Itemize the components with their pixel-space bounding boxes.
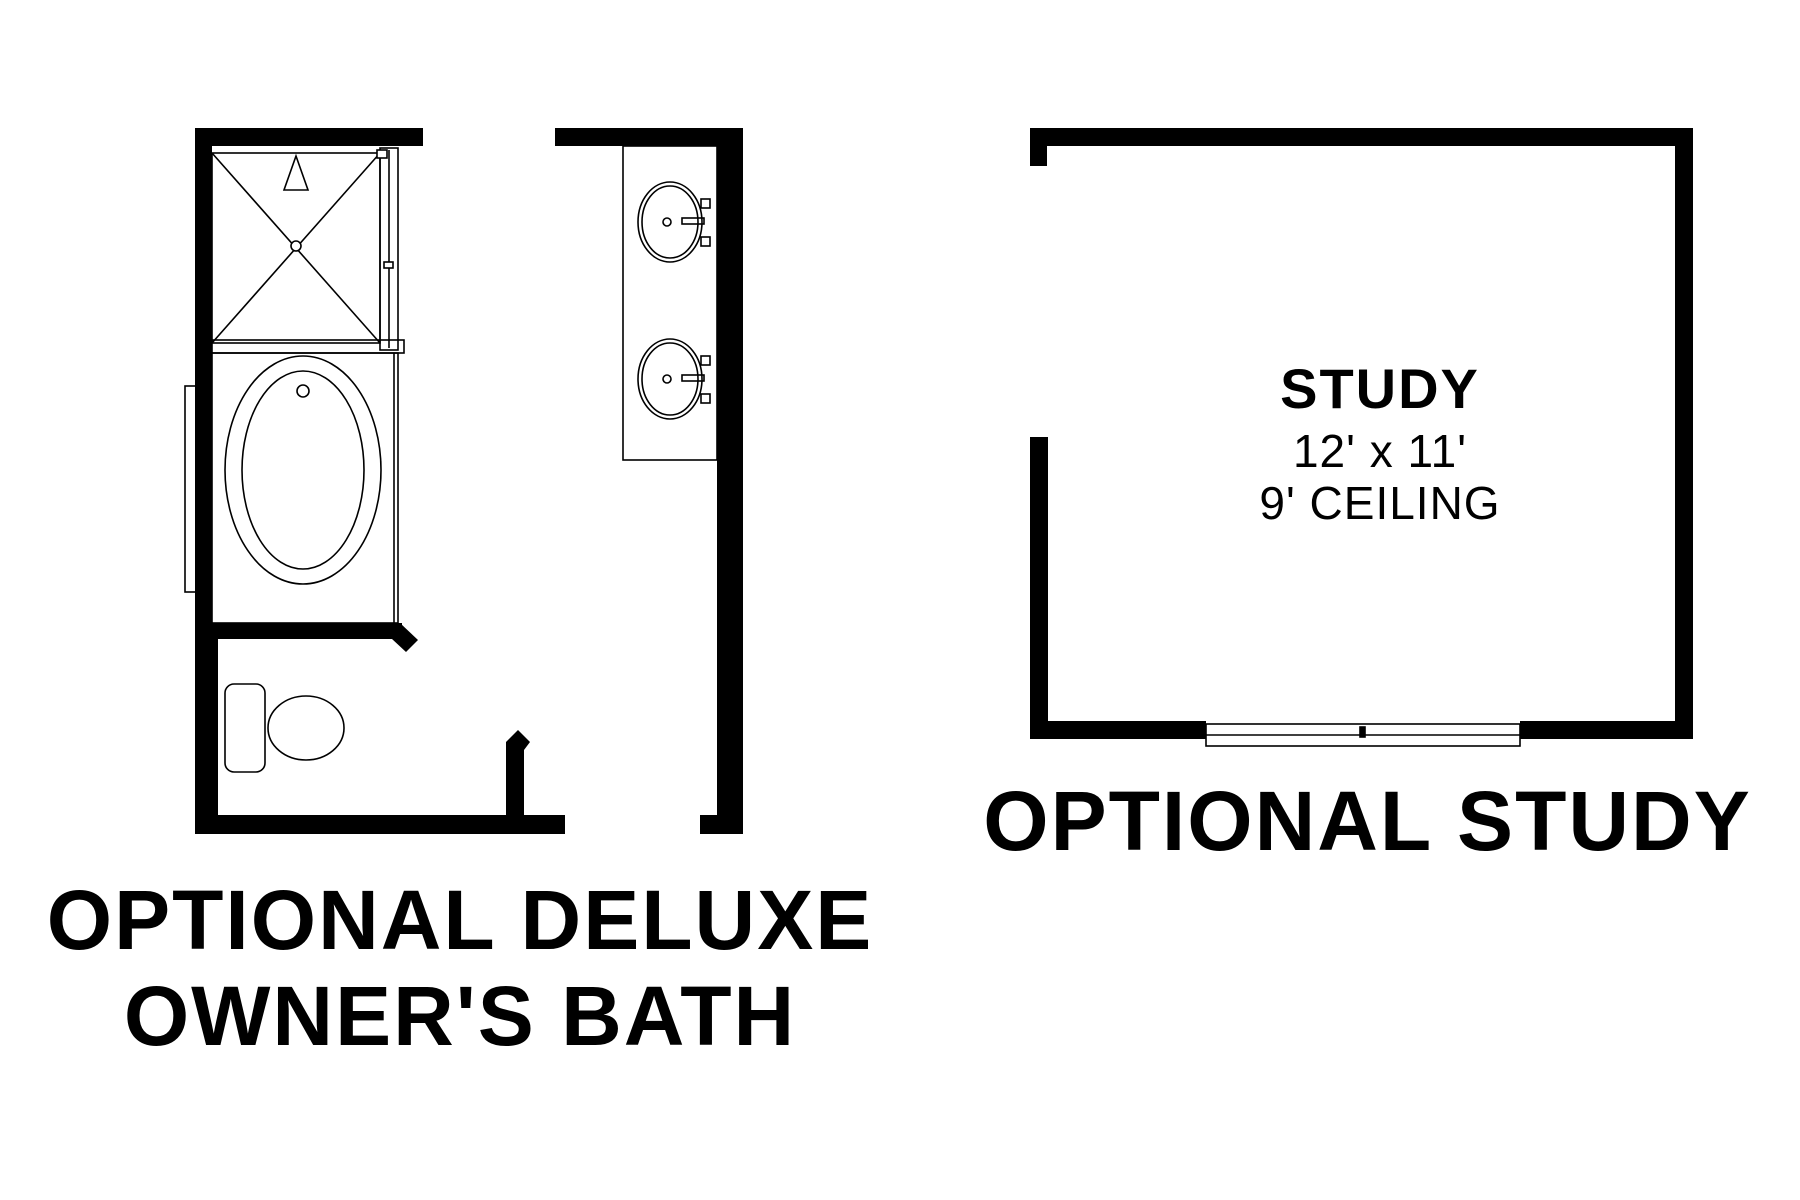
vanity [622, 145, 718, 461]
sink-lower [637, 338, 703, 420]
study-wall-top [1030, 128, 1693, 146]
study-wall-bottom-right [1520, 721, 1693, 739]
study-walls [1030, 128, 1693, 739]
bath-wall-right-return [700, 815, 743, 834]
toilet-room-side-wall [210, 639, 218, 819]
study-window [1205, 723, 1521, 747]
bath-title: OPTIONAL DELUXE OWNER'S BATH [0, 872, 920, 1064]
study-wall-right [1675, 128, 1693, 739]
shower [211, 147, 405, 354]
study-wall-left-upper [1030, 128, 1047, 166]
bath-wall-right [717, 128, 743, 834]
bath-wall-toilet-room-top [212, 623, 402, 639]
bath-title-line1: OPTIONAL DELUXE [46, 873, 874, 967]
bath-wall-top-left [195, 128, 423, 146]
bath-wall-stub [506, 742, 524, 824]
bath-wall-top-right [555, 128, 743, 146]
study-ceiling-height: 9' CEILING [1259, 477, 1501, 529]
bathtub [184, 352, 399, 624]
study-wall-left-lower [1030, 437, 1048, 739]
toilet-room-door-jamb-top [392, 623, 418, 652]
study-room-dimensions: 12' x 11' [1292, 425, 1468, 477]
bath-walls [195, 128, 743, 834]
study-caption: OPTIONAL STUDY [983, 774, 1752, 868]
toilet [224, 683, 345, 773]
sink-upper [637, 181, 703, 263]
bath-wall-bottom [195, 815, 565, 834]
bath-title-line2: OWNER'S BATH [123, 969, 797, 1063]
toilet-room-door-jamb-bottom [506, 730, 530, 750]
bath-wall-left [195, 128, 212, 834]
study-room-name: STUDY [1280, 357, 1480, 420]
study-wall-bottom-left [1030, 721, 1206, 739]
